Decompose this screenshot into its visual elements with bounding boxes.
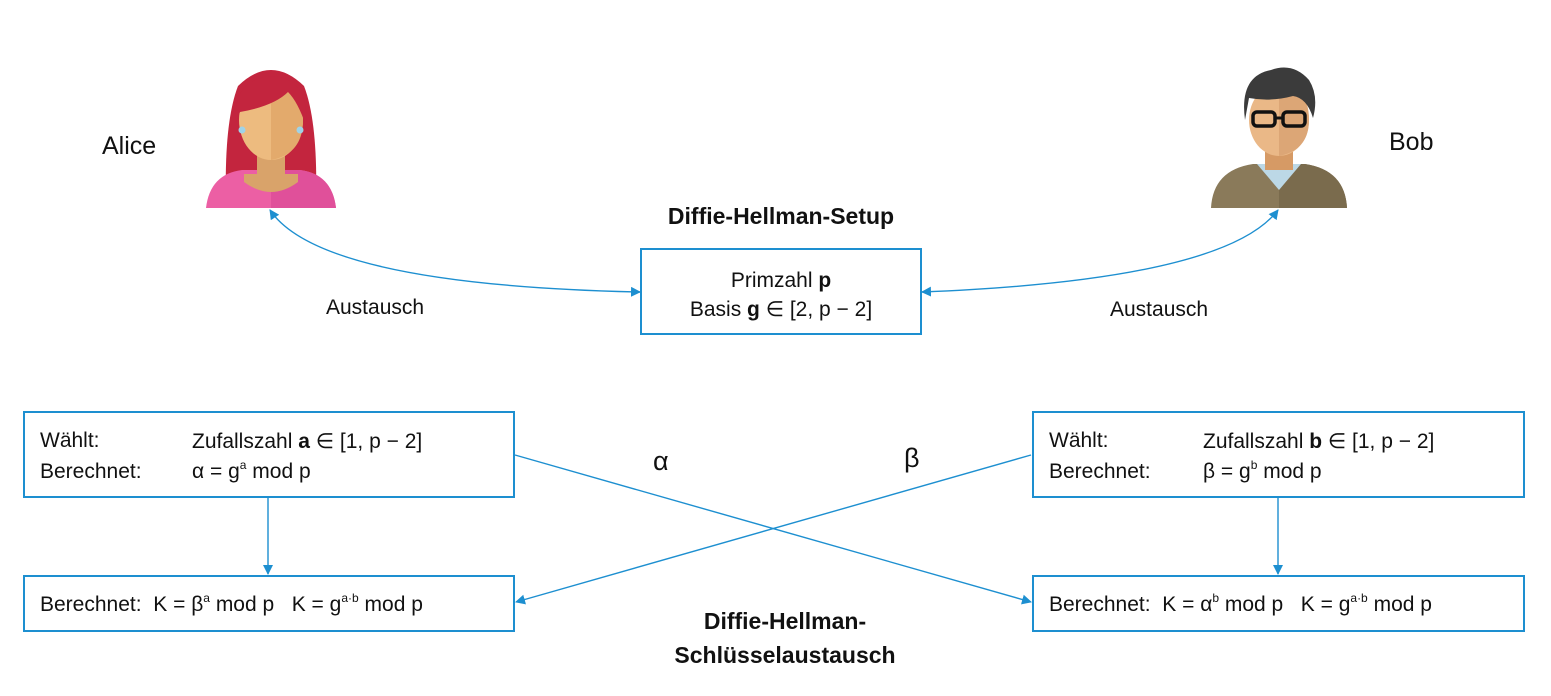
bob-beta-base: β = g: [1203, 460, 1251, 483]
bob-chooses-value: Zufallszahl b ∈ [1, p − 2]: [1203, 429, 1434, 454]
alpha-label: α: [653, 446, 669, 476]
bob-secret-variable: b: [1309, 430, 1323, 453]
alice-k1-mod: mod p: [215, 593, 275, 616]
bob-computes-label: Berechnet:: [1049, 460, 1151, 483]
key-exchange-title: Diffie-Hellman- Schlüsselaustausch: [620, 604, 950, 672]
base-label: Basis: [689, 298, 742, 321]
bob-beta-mod: mod p: [1263, 460, 1322, 483]
prime-line: Primzahl p: [642, 266, 920, 295]
alice-name: Alice: [102, 132, 157, 160]
bob-k2-base: K = g: [1300, 593, 1351, 616]
alice-k2-exponent: a·b: [341, 591, 359, 605]
bob-k2-mod: mod p: [1373, 593, 1432, 616]
setup-title: Diffie-Hellman-Setup: [667, 203, 895, 229]
alice-k1-exponent: a: [203, 591, 210, 605]
alice-alpha-exponent: a: [239, 458, 247, 472]
prime-label: Primzahl: [730, 269, 813, 292]
beta-label: β: [904, 443, 920, 473]
bob-beta-exponent: b: [1250, 458, 1258, 472]
beta-transfer-arrow: [515, 454, 1032, 605]
bob-k2-exponent: a·b: [1350, 591, 1368, 605]
alice-setup-exchange-arrow: [269, 209, 641, 297]
bob-parameter-box: Wählt: Zufallszahl b ∈ [1, p − 2] Berech…: [1032, 411, 1525, 498]
alice-result-label: Berechnet:: [40, 593, 142, 616]
key-exchange-title-line2: Schlüsselaustausch: [674, 642, 896, 668]
setup-box: Primzahl p Basis g ∈ [2, p − 2]: [640, 248, 922, 335]
man-avatar-icon: [1211, 67, 1347, 208]
bob-result-line: Berechnet: K = αb mod p K = ga·b mod p: [1049, 591, 1432, 617]
bob-k1-exponent: b: [1212, 591, 1220, 605]
alice-chooses-value: Zufallszahl a ∈ [1, p − 2]: [192, 429, 422, 454]
woman-avatar-icon: [206, 70, 336, 208]
alice-chooses-label: Wählt:: [40, 429, 100, 452]
alice-result-line: Berechnet: K = βa mod p K = ga·b mod p: [40, 591, 423, 617]
alice-computes-label: Berechnet:: [40, 460, 142, 483]
base-variable: g: [747, 298, 760, 321]
alice-secret-variable: a: [298, 430, 310, 453]
bob-result-box: Berechnet: K = αb mod p K = ga·b mod p: [1032, 575, 1525, 632]
base-line: Basis g ∈ [2, p − 2]: [642, 295, 920, 324]
alice-parameter-box: Wählt: Zufallszahl a ∈ [1, p − 2] Berech…: [23, 411, 515, 498]
prime-variable: p: [818, 269, 832, 292]
alice-random-label: Zufallszahl: [192, 430, 293, 453]
bob-k1-base: K = α: [1162, 593, 1213, 616]
bob-beta-formula: β = gb mod p: [1203, 458, 1322, 484]
bob-result-label: Berechnet:: [1049, 593, 1151, 616]
exchange-right-label: Austausch: [1110, 298, 1209, 321]
alice-k1-base: K = β: [153, 593, 204, 616]
alice-k2-mod: mod p: [364, 593, 423, 616]
alice-k2-base: K = g: [291, 593, 342, 616]
alice-alpha-base: α = g: [192, 460, 240, 483]
key-exchange-title-line1: Diffie-Hellman-: [703, 608, 867, 634]
bob-chooses-label: Wählt:: [1049, 429, 1109, 452]
alice-result-box: Berechnet: K = βa mod p K = ga·b mod p: [23, 575, 515, 632]
bob-random-label: Zufallszahl: [1203, 430, 1304, 453]
bob-k1-mod: mod p: [1224, 593, 1284, 616]
bob-random-range: ∈ [1, p − 2]: [1327, 430, 1435, 453]
alice-random-range: ∈ [1, p − 2]: [315, 430, 423, 453]
exchange-left-label: Austausch: [326, 296, 425, 319]
base-range: ∈ [2, p − 2]: [765, 298, 873, 321]
bob-name: Bob: [1389, 128, 1434, 156]
bob-setup-exchange-arrow: [921, 209, 1279, 297]
alice-alpha-mod: mod p: [252, 460, 311, 483]
alice-alpha-formula: α = ga mod p: [192, 458, 311, 484]
